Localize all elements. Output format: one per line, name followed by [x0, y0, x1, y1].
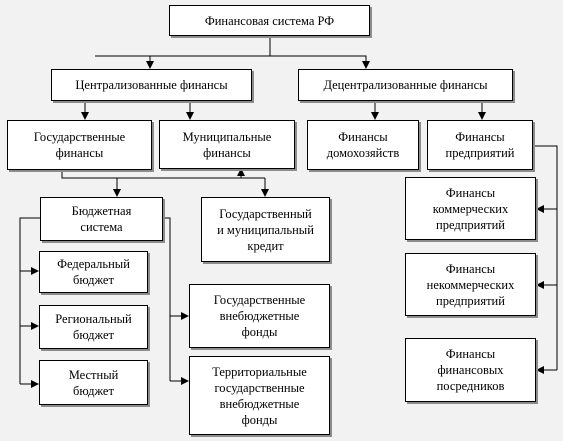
node-financial-intermediaries: Финансы финансовых посредников — [405, 338, 536, 402]
edge-budget-trunk — [19, 217, 40, 384]
edge-enterprises-trunk — [533, 145, 558, 370]
node-territorial-offbudget-funds: Территориальные государственные внебюдже… — [189, 356, 330, 435]
node-municipal-finance: Муниципальные финансы — [159, 120, 295, 169]
node-financial-system: Финансовая система РФ — [169, 5, 370, 36]
node-state-finance: Государственные финансы — [7, 120, 152, 170]
node-federal-budget: Федеральный бюджет — [39, 251, 148, 293]
node-noncommercial-enterprise-finance: Финансы некоммерческих предприятий — [405, 253, 536, 316]
node-centralized-finance: Централизованные финансы — [51, 69, 252, 101]
node-budget-system: Бюджетная система — [40, 197, 163, 241]
node-local-budget: Местный бюджет — [39, 360, 148, 405]
edge-root-decentralized — [270, 55, 370, 69]
edge-state-bus — [61, 170, 265, 179]
edge-funds-trunk — [163, 217, 171, 381]
node-commercial-enterprise-finance: Финансы коммерческих предприятий — [405, 177, 536, 240]
node-state-municipal-credit: Государственный и муниципальный кредит — [201, 197, 330, 262]
node-offbudget-funds: Государственные внебюджетные фонды — [189, 284, 330, 348]
edge-root-split — [95, 36, 271, 57]
node-regional-budget: Региональный бюджет — [39, 305, 148, 349]
node-decentralized-finance: Децентрализованные финансы — [298, 69, 513, 101]
node-enterprise-finance: Финансы предприятий — [427, 120, 533, 170]
node-household-finance: Финансы домохозяйств — [307, 120, 419, 170]
